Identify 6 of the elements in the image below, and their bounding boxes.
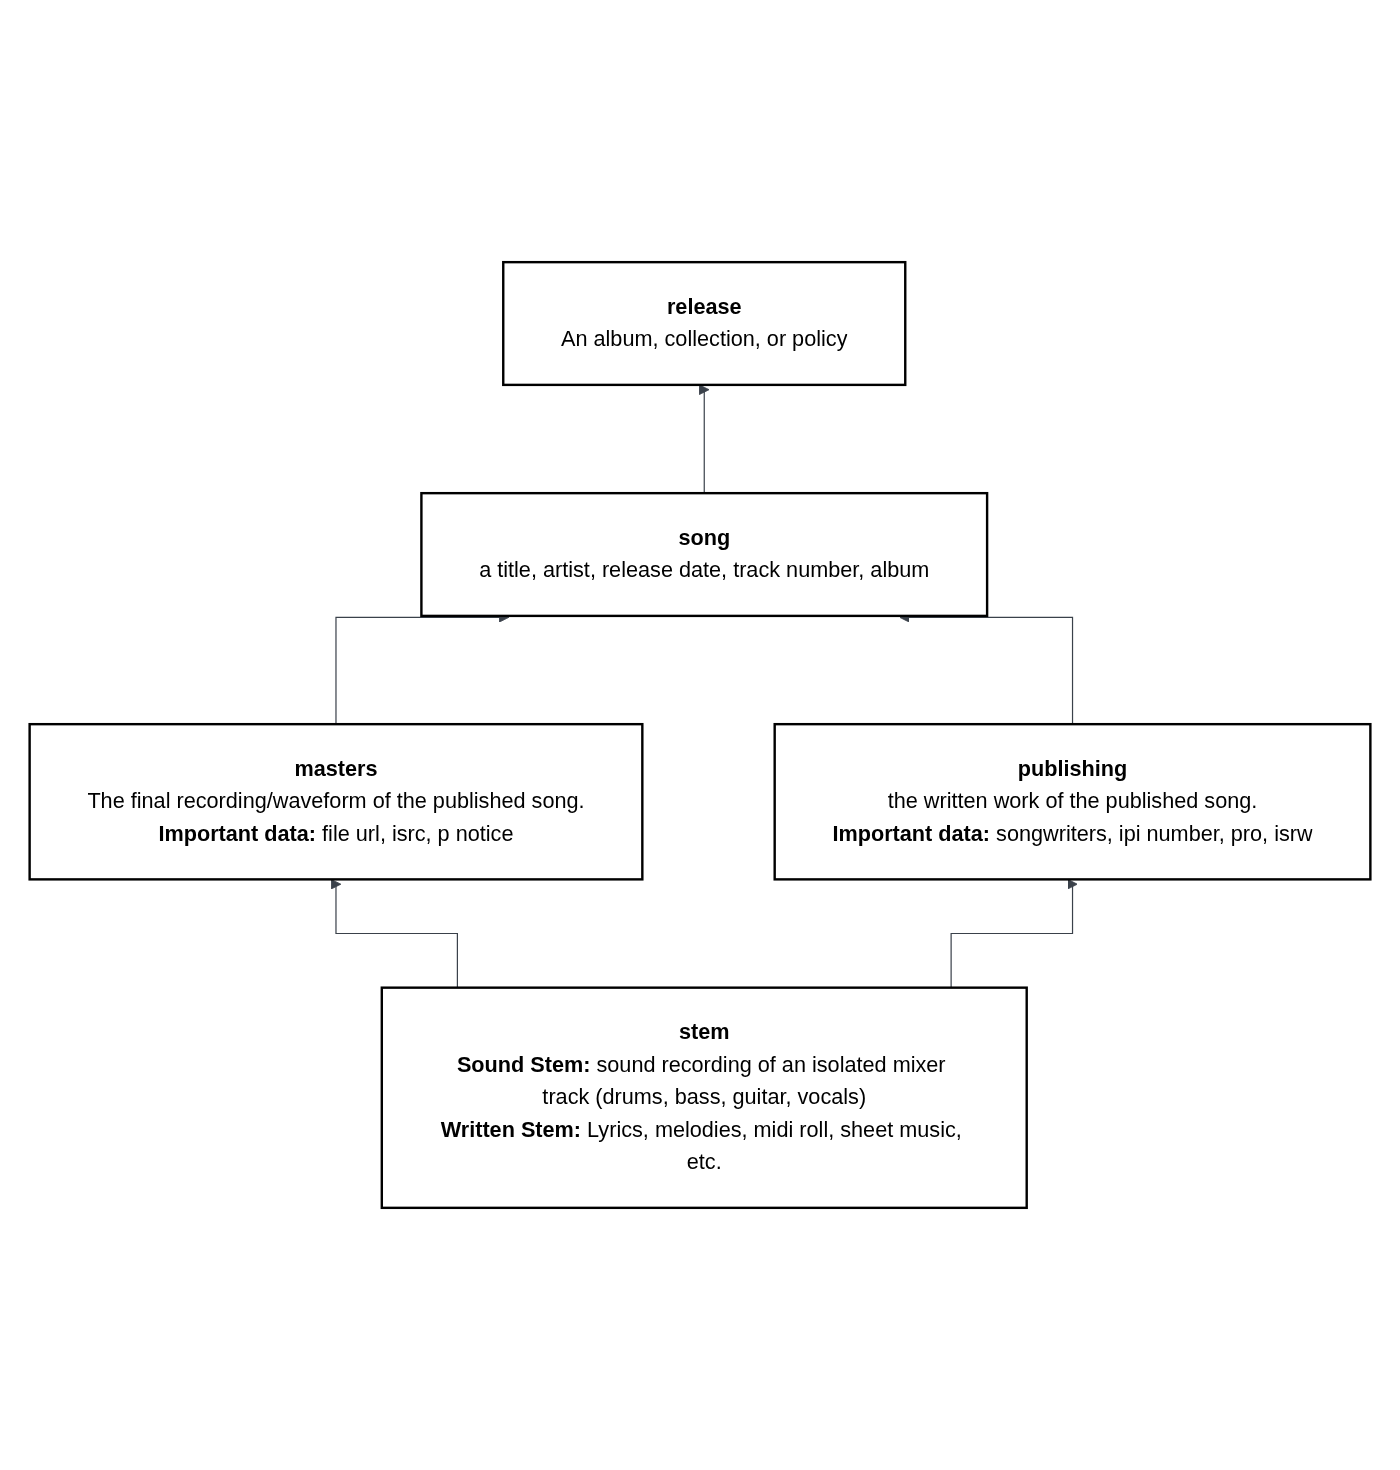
arrow bbox=[698, 384, 710, 494]
node-box: song a title, artist, release date, track number, album bbox=[420, 491, 989, 618]
node-box: stem Sound Stem: sound recording of an isolated mixer track (drums, bass, guitar, vocals) Written Stem: Lyrics, melodies, midi roll, sheet music, etc. bbox=[380, 986, 1028, 1210]
node-box: release An album, collection, or policy bbox=[502, 260, 907, 387]
node-box: masters The final recording/waveform of the published song. Important data: file url, isrc, p notice bbox=[28, 722, 644, 881]
node-box: publishing the written work of the published song. Important data: songwriters, ipi number, pro, isrw bbox=[773, 722, 1372, 881]
